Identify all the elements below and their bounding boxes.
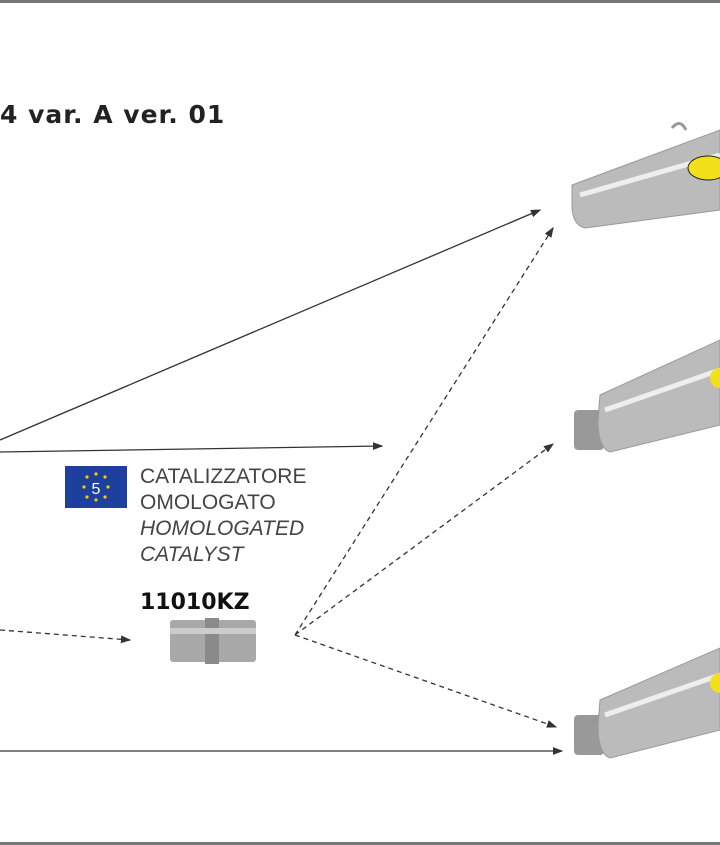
catalyst-line4: CATALYST (140, 543, 244, 566)
dashed-arrow-a (294, 226, 554, 636)
dashed-arrow-c (294, 634, 558, 728)
muffler-2 (574, 339, 720, 453)
solid-arrow-1 (0, 209, 542, 441)
catalyst-image (170, 618, 256, 664)
bottom-border (0, 842, 720, 845)
catalyst-line2: OMOLOGATO (140, 491, 276, 514)
catalyst-line3: HOMOLOGATED (140, 517, 305, 540)
euro-class: 5 (92, 481, 101, 498)
muffler-1 (571, 122, 720, 229)
muffler-3 (574, 647, 720, 759)
catalyst-label: CATALIZZATORE OMOLOGATO HOMOLOGATED CATA… (140, 464, 306, 568)
diagram-title: 4 var. A ver. 01 (0, 100, 226, 129)
catalyst-line1: CATALIZZATORE (140, 465, 307, 488)
eu-flag-icon: 5 (65, 466, 127, 508)
catalyst-code: 11010KZ (140, 590, 250, 615)
solid-arrow-2 (0, 442, 384, 453)
top-border (0, 0, 720, 3)
dashed-arrow-b (294, 443, 555, 636)
dashed-arrow-catalyst (0, 629, 132, 644)
